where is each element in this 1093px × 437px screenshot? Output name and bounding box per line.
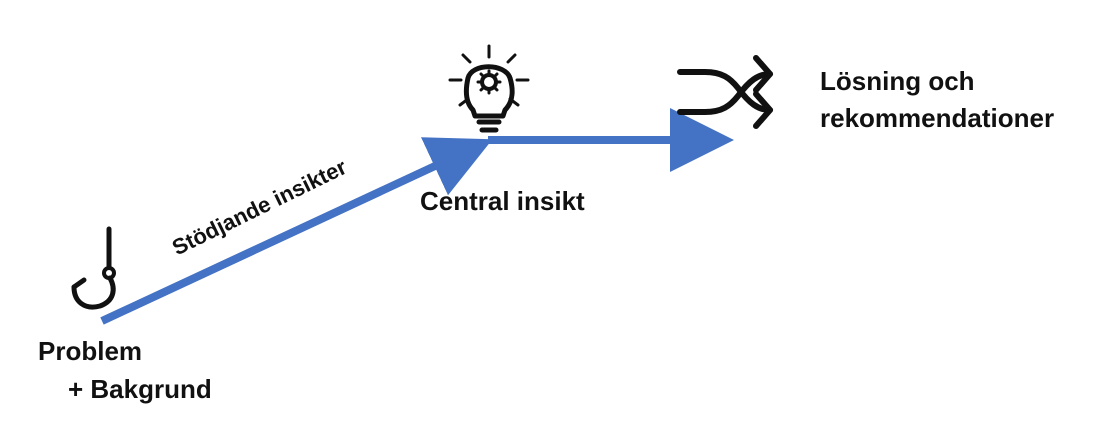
problem-label-line-1: Problem	[38, 336, 143, 366]
central-insight-label: Central insikt	[420, 186, 585, 216]
problem-label-line-2: + Bakgrund	[68, 374, 212, 404]
supporting-insights-arrow	[100, 137, 493, 325]
lightbulb-gear-icon	[448, 44, 530, 133]
solution-label-line-2: rekommendationer	[820, 103, 1055, 133]
shuffle-icon	[677, 55, 773, 129]
fishing-hook-icon	[71, 226, 116, 310]
solution-label-line-1: Lösning och	[820, 66, 975, 96]
